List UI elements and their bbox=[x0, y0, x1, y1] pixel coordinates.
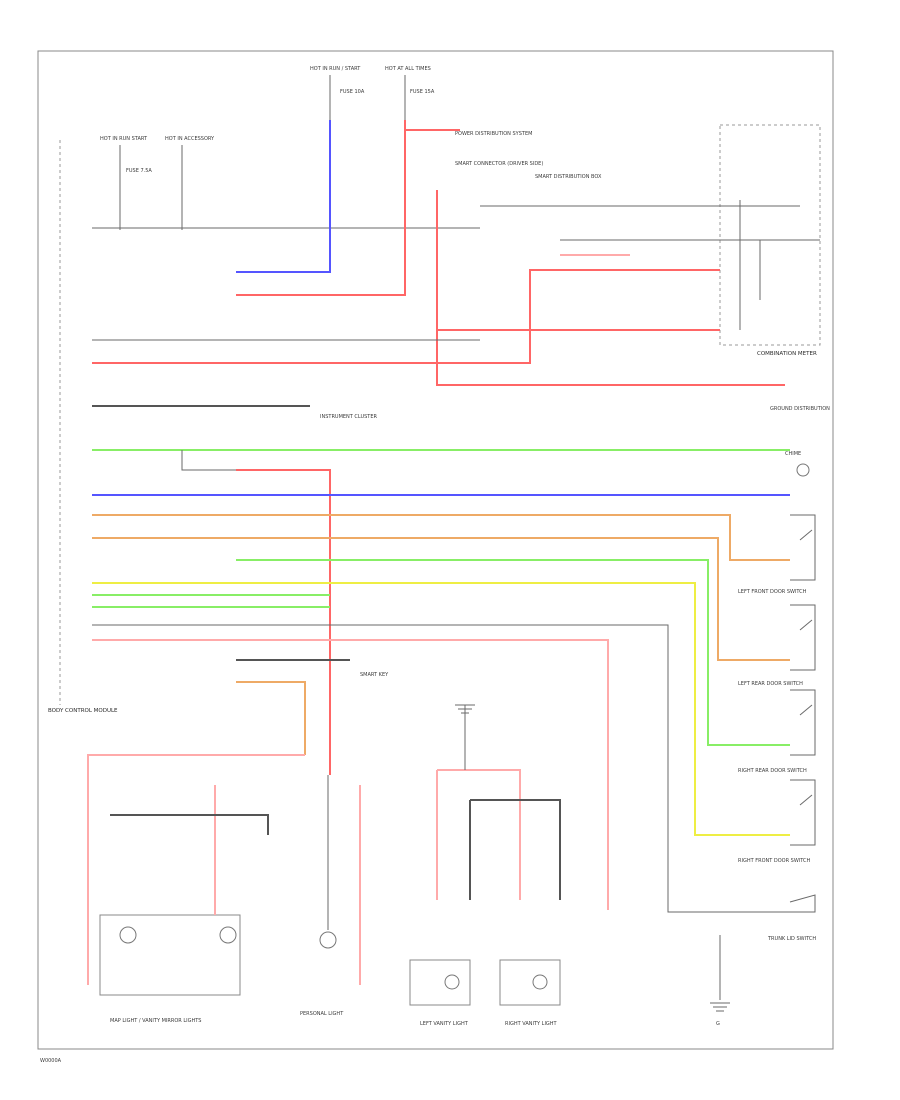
trunk-switch-symbol bbox=[700, 894, 816, 1000]
wire-orange-2 bbox=[92, 537, 790, 661]
label-combination-meter: COMBINATION METER bbox=[757, 351, 817, 357]
label-smart-key: SMART KEY bbox=[360, 672, 389, 678]
wire-orange-3 bbox=[236, 681, 306, 755]
ground-symbol-1 bbox=[455, 704, 475, 714]
right-vanity-box bbox=[499, 959, 561, 1006]
label-trunk-switch: TRUNK LID SWITCH bbox=[767, 936, 816, 942]
map-light-box bbox=[99, 914, 241, 996]
wire-map-black bbox=[110, 814, 269, 835]
wire-red-long bbox=[236, 469, 331, 775]
label-right-vanity: RIGHT VANITY LIGHT bbox=[505, 1021, 558, 1027]
label-fuse-7-5a: FUSE 7.5A bbox=[126, 168, 152, 174]
label-left-vanity: LEFT VANITY LIGHT bbox=[420, 1021, 469, 1027]
wire-pink-trunk bbox=[92, 639, 609, 910]
door-switch-rf bbox=[790, 779, 816, 846]
wire-blue-top bbox=[236, 120, 331, 273]
map-lamp-left bbox=[119, 926, 137, 944]
wire-red-mid bbox=[92, 269, 720, 364]
ground-symbol-2 bbox=[710, 1002, 730, 1012]
wire-pink-lower bbox=[87, 754, 305, 985]
personal-lamp bbox=[319, 931, 337, 949]
footer-code: W0000A bbox=[40, 1058, 62, 1064]
wire-vanity-pink bbox=[437, 769, 521, 900]
left-vanity-box bbox=[409, 959, 471, 1006]
label-chime: CHIME bbox=[785, 451, 801, 457]
label-ground: G bbox=[716, 1021, 720, 1027]
wire-gray-branch bbox=[181, 450, 236, 471]
label-body-control: BODY CONTROL MODULE bbox=[48, 708, 118, 714]
label-smart-connector: SMART CONNECTOR (DRIVER SIDE) bbox=[455, 161, 543, 167]
label-fuse-15a: FUSE 15A bbox=[410, 89, 435, 95]
label-hot-run-start: HOT IN RUN / START bbox=[310, 66, 361, 72]
combination-meter-box bbox=[719, 124, 821, 346]
label-door-switch-lf: LEFT FRONT DOOR SWITCH bbox=[738, 589, 807, 595]
door-switch-rr bbox=[790, 689, 816, 756]
label-door-switch-rf: RIGHT FRONT DOOR SWITCH bbox=[738, 858, 811, 864]
label-power-distribution: POWER DISTRIBUTION SYSTEM bbox=[455, 131, 532, 137]
chime-symbol bbox=[796, 463, 810, 477]
label-hot-run-start-2: HOT IN RUN START bbox=[100, 136, 148, 142]
label-fuse-10a: FUSE 10A bbox=[340, 89, 365, 95]
label-data-link: INSTRUMENT CLUSTER bbox=[320, 414, 378, 420]
label-sensor-cluster: SMART DISTRIBUTION BOX bbox=[535, 174, 602, 180]
map-lamp-right bbox=[219, 926, 237, 944]
label-ground-dist: GROUND DISTRIBUTION bbox=[770, 406, 830, 412]
label-map-light: MAP LIGHT / VANITY MIRROR LIGHTS bbox=[110, 1018, 201, 1024]
diagram-frame bbox=[37, 50, 834, 1050]
door-switch-lf bbox=[790, 514, 816, 581]
door-switch-lr bbox=[790, 604, 816, 671]
wire-vanity-black bbox=[470, 799, 561, 900]
label-door-switch-rr: RIGHT REAR DOOR SWITCH bbox=[738, 768, 807, 774]
wire-yellow bbox=[92, 582, 790, 836]
left-vanity-lamp bbox=[444, 974, 460, 990]
wire-green-2 bbox=[236, 559, 790, 746]
wire-orange-1 bbox=[92, 514, 790, 561]
label-personal-light: PERSONAL LIGHT bbox=[300, 1011, 344, 1017]
wire-red-top bbox=[236, 120, 406, 296]
right-vanity-lamp bbox=[532, 974, 548, 990]
label-door-switch-lr: LEFT REAR DOOR SWITCH bbox=[738, 681, 803, 687]
wire-gray-trunk bbox=[92, 624, 700, 913]
label-hot-accessory: HOT IN ACCESSORY bbox=[165, 136, 215, 142]
label-hot-all-times: HOT AT ALL TIMES bbox=[385, 66, 431, 72]
wire-red-vert bbox=[436, 190, 785, 386]
